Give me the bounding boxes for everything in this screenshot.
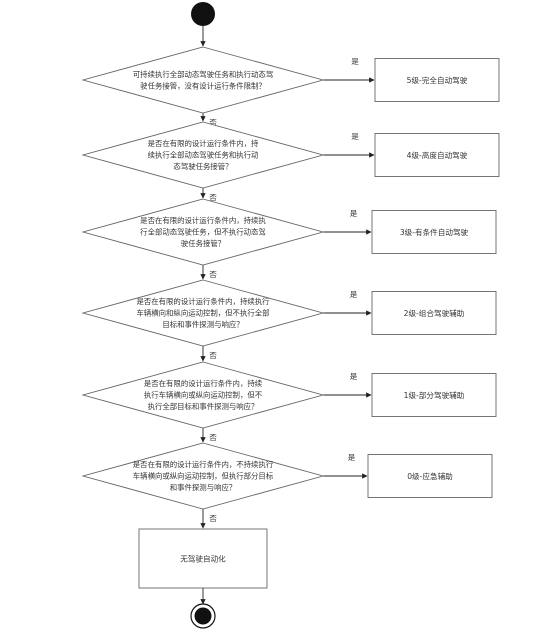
decision-text: 是否在有限的设计运行条件内，持续执行 [136,297,270,306]
decision-text: 行全部动态驾驶任务，但不执行动态驾 [140,228,266,237]
decision-diamond [81,442,325,510]
level-box [371,373,497,417]
decision-diamond [81,121,325,189]
decision-text: 可持续执行全部动态驾驶任务和执行动态驾 [133,70,273,79]
no-label: 否 [209,193,217,202]
level-label: 5级-完全自动驾驶 [407,75,468,85]
level-box [371,291,497,335]
final-box-label: 无驾驶自动化 [180,554,226,564]
yes-label: 是 [350,209,358,218]
decision-diamond [81,361,325,429]
decision-text: 执行车辆横向或纵向运动控制，但不 [144,391,263,400]
level-box [371,210,497,254]
no-label: 否 [209,514,217,523]
connectors [200,26,375,605]
level-label: 0级-应急辅助 [407,471,453,481]
decision-text: 续执行全部动态驾驶任务和执行动 [148,151,259,160]
yes-label: 是 [350,290,358,299]
start-node [191,2,215,26]
level-label: 2级-组合驾驶辅助 [404,308,465,318]
decision-text: 是否在有限的设计运行条件内，持续执 [140,216,266,225]
level-label: 3级-有条件自动驾驶 [400,227,469,237]
no-label: 否 [209,118,217,127]
decision-text: 和事件探测与响应？ [170,483,237,492]
level-label: 4级-高度自动驾驶 [407,150,468,160]
decision-text: 是否在有限的设计运行条件内，不持续执行 [133,460,274,469]
level-box [374,133,500,177]
yes-label: 是 [351,57,359,66]
decision-text: 态驾驶任务接管？ [173,162,232,171]
decision-diamond [81,198,325,266]
yes-label: 是 [351,132,359,141]
decision-diamond [81,279,325,347]
level-box [367,454,493,498]
decision-text: 是否在有限的设计运行条件内，持续 [144,379,263,388]
level-box [374,58,500,102]
final-box [138,528,268,589]
decision-text: 车辆横向或纵向运动控制，但执行部分目标 [133,472,274,481]
decision-text: 执行全部目标和事件探测与响应？ [148,402,259,411]
yes-label: 是 [348,453,356,462]
level-label: 1级-部分驾驶辅助 [404,390,465,400]
no-label: 否 [209,270,217,279]
no-label: 否 [209,351,217,360]
yes-label: 是 [350,372,358,381]
no-label: 否 [209,433,217,442]
decision-diamond [81,46,325,114]
decision-text: 目标和事件探测与响应？ [162,320,243,329]
decision-text: 驶任务接管，没有设计运行条件限制？ [140,81,266,90]
end-node-core [194,607,212,625]
decision-text: 车辆横向和纵向运动控制，但不执行全部 [136,309,269,318]
decision-text: 驶任务接管？ [181,239,225,248]
decision-text: 是否在有限的设计运行条件内，持 [148,139,259,148]
